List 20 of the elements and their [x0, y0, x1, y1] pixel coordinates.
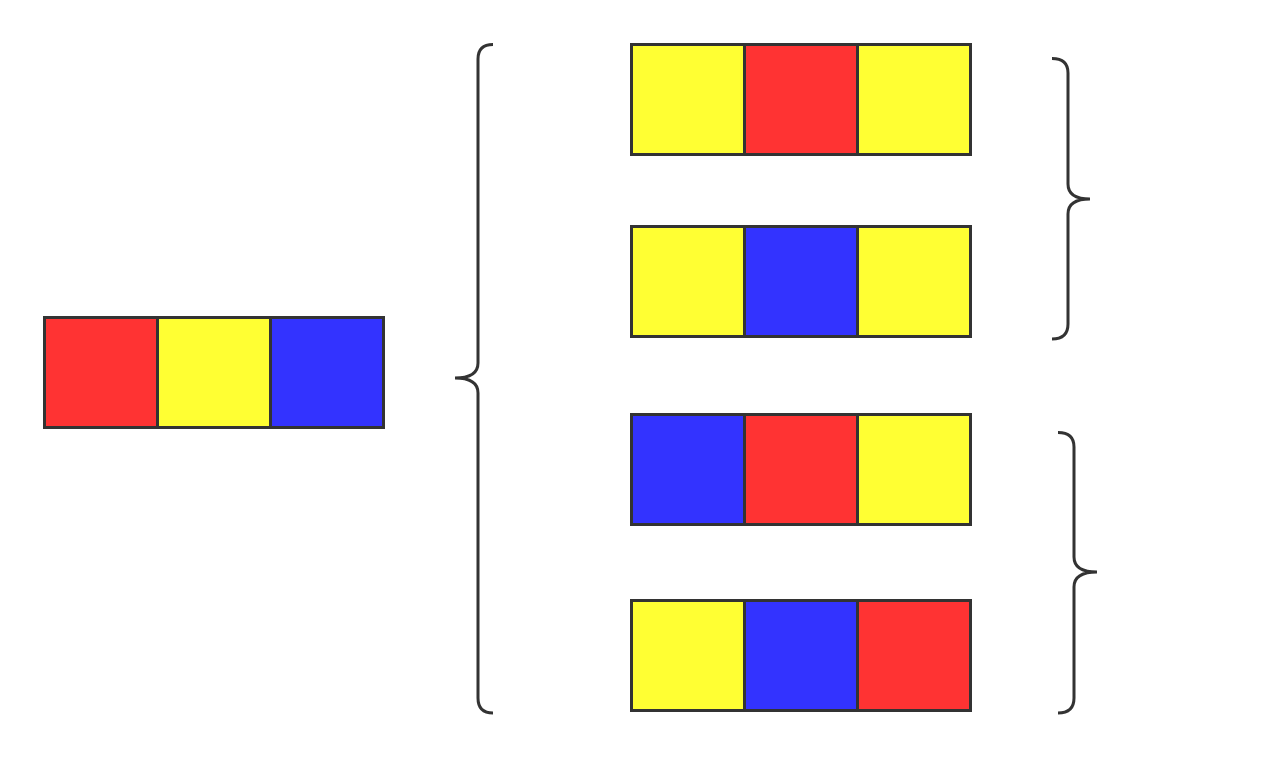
square-tile [746, 416, 856, 523]
square-tile [159, 319, 269, 426]
square-tile [746, 46, 856, 153]
square-tile [859, 46, 969, 153]
square-tile [746, 228, 856, 335]
square-tile [633, 228, 743, 335]
square-tile [633, 46, 743, 153]
tile-strip [630, 413, 972, 526]
tile-strip [630, 43, 972, 156]
square-tile [859, 602, 969, 709]
square-tile [859, 228, 969, 335]
tile-strip [43, 316, 385, 429]
tile-strip [630, 225, 972, 338]
square-tile [746, 602, 856, 709]
square-tile [859, 416, 969, 523]
square-tile [46, 319, 156, 426]
tile-strip [630, 599, 972, 712]
square-tile [272, 319, 382, 426]
square-tile [633, 416, 743, 523]
square-tile [633, 602, 743, 709]
